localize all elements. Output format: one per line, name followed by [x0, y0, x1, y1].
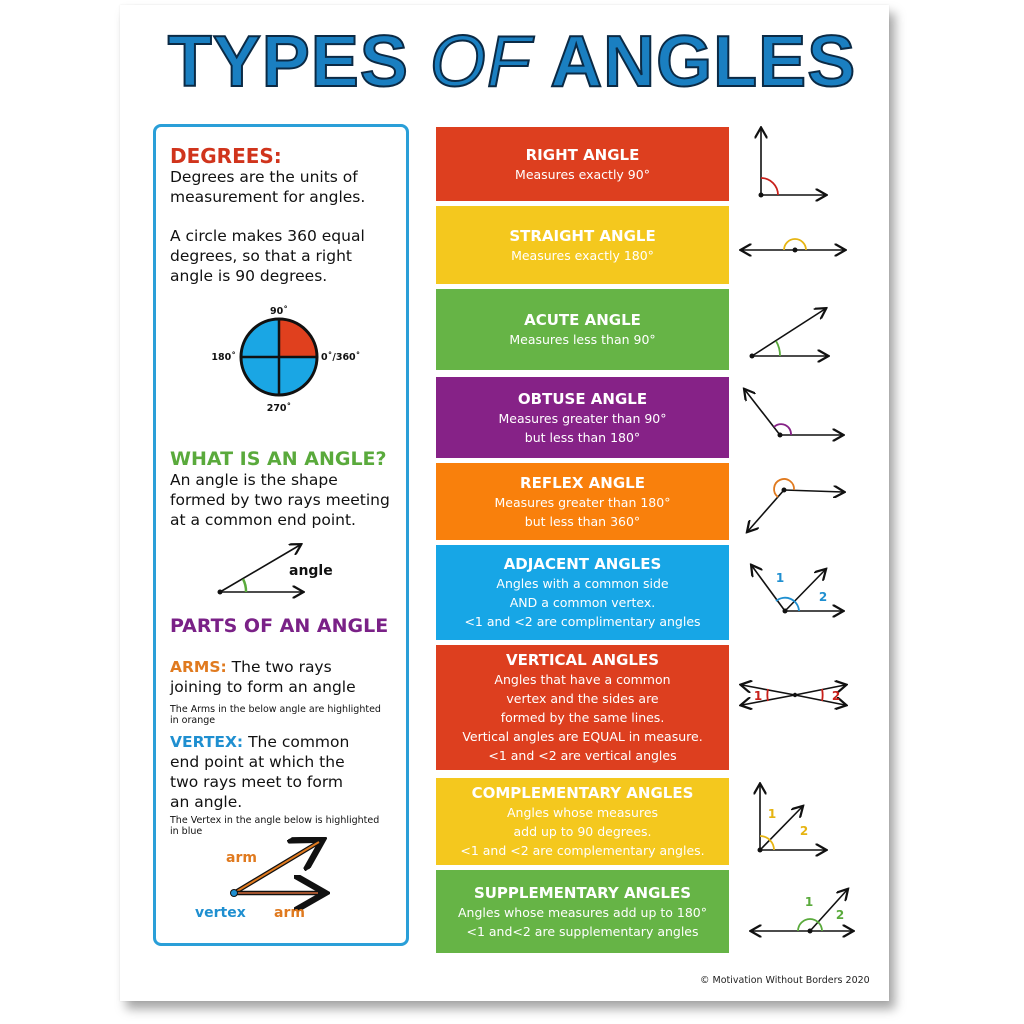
- vertex-definition: VERTEX: The common end point at which th…: [170, 733, 350, 811]
- parts-of-angle-heading: PARTS OF AN ANGLE: [170, 615, 389, 637]
- copyright-footer: © Motivation Without Borders 2020: [700, 975, 870, 986]
- what-is-angle-heading: WHAT IS AN ANGLE?: [170, 448, 387, 470]
- what-is-angle-text: An angle is the shape formed by two rays…: [170, 471, 390, 529]
- vertex-label: vertex: [195, 905, 246, 921]
- band-complementary-angles: COMPLEMENTARY ANGLES Angles whose measur…: [436, 778, 729, 865]
- band-adjacent-angles: ADJACENT ANGLES Angles with a common sid…: [436, 545, 729, 640]
- reflex-angle-icon: [748, 478, 843, 531]
- angle-diagrams-column: 1 2 1 2 1 2 1 2: [730, 120, 870, 960]
- band-right-angle: RIGHT ANGLE Measures exactly 90°: [436, 127, 729, 201]
- band-obtuse-angle: OBTUSE ANGLE Measures greater than 90° b…: [436, 377, 729, 458]
- svg-text:2: 2: [800, 824, 808, 838]
- arm-label-bottom: arm: [274, 905, 305, 921]
- vertical-angles-icon: 1 2: [742, 685, 845, 705]
- degrees-text: Degrees are the units of measurement for…: [170, 168, 366, 206]
- band-reflex-angle: REFLEX ANGLE Measures greater than 180° …: [436, 463, 729, 540]
- arms-definition: ARMS: The two rays joining to form an an…: [170, 658, 356, 696]
- band-acute-angle: ACUTE ANGLE Measures less than 90°: [436, 289, 729, 370]
- title-types: TYPES: [167, 21, 409, 103]
- arms-note: The Arms in the below angle are highligh…: [170, 704, 381, 726]
- right-angle-icon: [759, 129, 826, 198]
- vertex-key: VERTEX:: [170, 733, 244, 751]
- obtuse-angle-icon: [745, 390, 842, 438]
- arms-key: ARMS:: [170, 658, 227, 676]
- adjacent-angles-icon: 1 2: [752, 566, 842, 614]
- degree-circle-diagram: 90˚ 180˚ 0˚/360˚ 270˚: [211, 306, 360, 414]
- degrees-circle-text: A circle makes 360 equal degrees, so tha…: [170, 227, 365, 285]
- arm-label-top: arm: [226, 850, 257, 866]
- svg-text:2: 2: [819, 590, 827, 604]
- svg-text:1: 1: [768, 807, 776, 821]
- arms-vertex-diagram: arm arm vertex: [195, 837, 386, 921]
- label-0-360: 0˚/360˚: [321, 352, 360, 363]
- straight-angle-icon: [742, 238, 844, 253]
- page-title: TYPES OF ANGLES: [0, 21, 1024, 103]
- left-info-panel: DEGREES: Degrees are the units of measur…: [153, 124, 409, 946]
- band-vertical-angles: VERTICAL ANGLES Angles that have a commo…: [436, 645, 729, 770]
- svg-text:2: 2: [836, 908, 844, 922]
- title-angles: ANGLES: [549, 21, 857, 103]
- title-of: OF: [429, 21, 532, 103]
- band-supplementary-angles: SUPPLEMENTARY ANGLES Angles whose measur…: [436, 870, 729, 953]
- svg-text:1: 1: [754, 689, 762, 703]
- angle-label: angle: [289, 563, 333, 579]
- svg-text:1: 1: [776, 571, 784, 585]
- degrees-heading: DEGREES:: [170, 144, 282, 168]
- band-straight-angle: STRAIGHT ANGLE Measures exactly 180°: [436, 206, 729, 284]
- svg-text:1: 1: [805, 895, 813, 909]
- vertex-note: The Vertex in the angle below is highlig…: [170, 815, 380, 837]
- label-270: 270˚: [267, 403, 292, 414]
- label-180: 180˚: [211, 352, 236, 363]
- svg-text:2: 2: [832, 689, 840, 703]
- angle-example-diagram: angle: [217, 535, 333, 600]
- supplementary-angles-icon: 1 2: [752, 890, 852, 934]
- acute-angle-icon: [749, 309, 828, 359]
- label-90: 90˚: [270, 306, 288, 317]
- complementary-angles-icon: 1 2: [758, 785, 826, 853]
